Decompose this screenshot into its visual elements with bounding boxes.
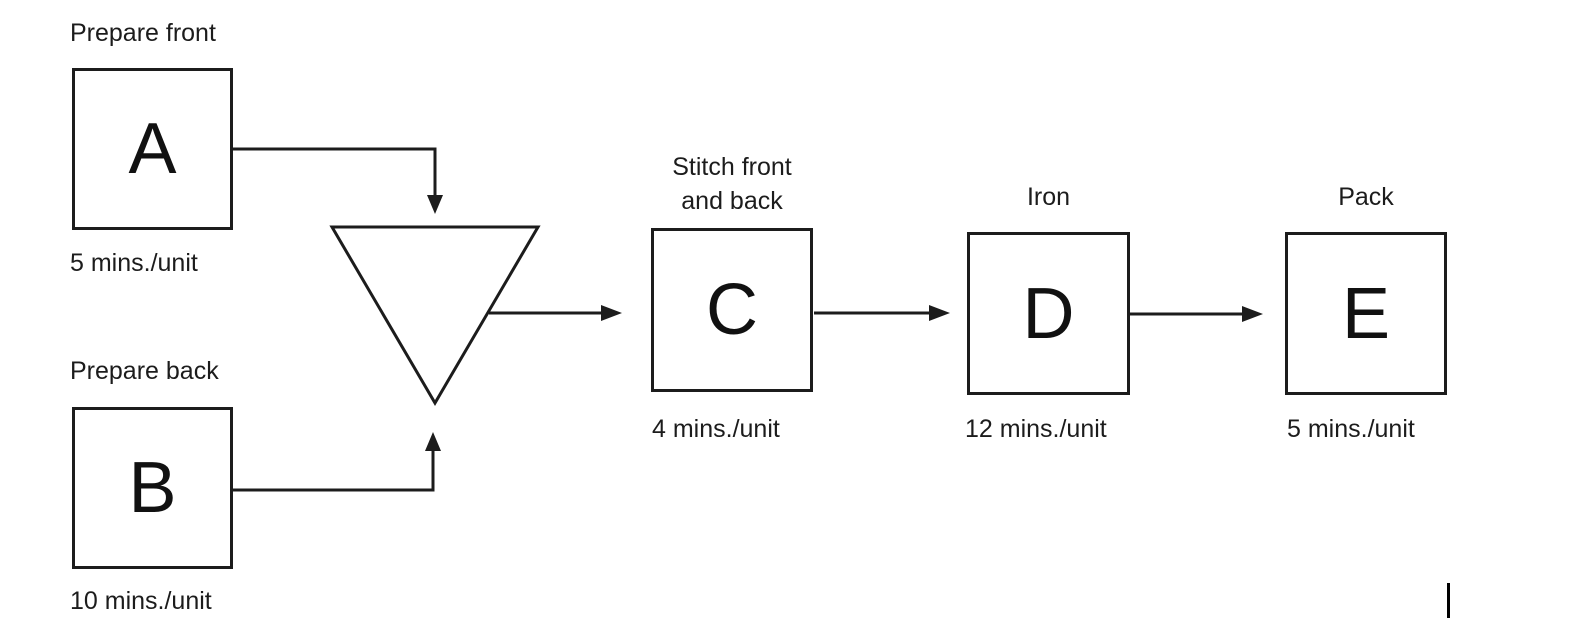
station-b-label: Prepare back — [70, 357, 219, 385]
station-d-box: D — [967, 232, 1130, 395]
arrow-b-to-buffer — [233, 450, 435, 492]
arrowhead-buffer-to-c-icon — [601, 305, 622, 321]
station-a-label: Prepare front — [70, 19, 216, 47]
arrowhead-a-to-buffer-icon — [427, 195, 443, 214]
station-e-letter: E — [1341, 273, 1391, 354]
station-d-label: Iron — [1026, 183, 1071, 211]
station-d-rate: 12 mins./unit — [965, 415, 1107, 443]
station-c-label: Stitch front and back — [616, 150, 848, 218]
station-c-label-line1: Stitch front — [672, 153, 792, 181]
station-c-box: C — [651, 228, 813, 392]
station-d-letter: D — [1022, 273, 1075, 354]
arrow-a-to-buffer — [233, 147, 437, 196]
arrowhead-b-to-buffer-icon — [425, 432, 441, 451]
station-e-rate: 5 mins./unit — [1287, 415, 1415, 443]
text-caret — [1447, 583, 1450, 618]
station-c-rate: 4 mins./unit — [652, 415, 780, 443]
station-a-letter: A — [128, 109, 177, 189]
station-e-box: E — [1285, 232, 1447, 395]
inventory-buffer-triangle-icon — [329, 225, 541, 406]
station-e-label: Pack — [1338, 183, 1394, 211]
station-c-letter: C — [706, 270, 758, 350]
arrowhead-c-to-d-icon — [929, 305, 950, 321]
station-b-rate: 10 mins./unit — [70, 587, 212, 615]
station-a-rate: 5 mins./unit — [70, 249, 198, 277]
station-b-box: B — [72, 407, 233, 569]
station-b-letter: B — [128, 448, 177, 528]
arrowhead-d-to-e-icon — [1242, 306, 1263, 322]
station-c-label-line2: and back — [681, 187, 783, 215]
station-a-box: A — [72, 68, 233, 230]
